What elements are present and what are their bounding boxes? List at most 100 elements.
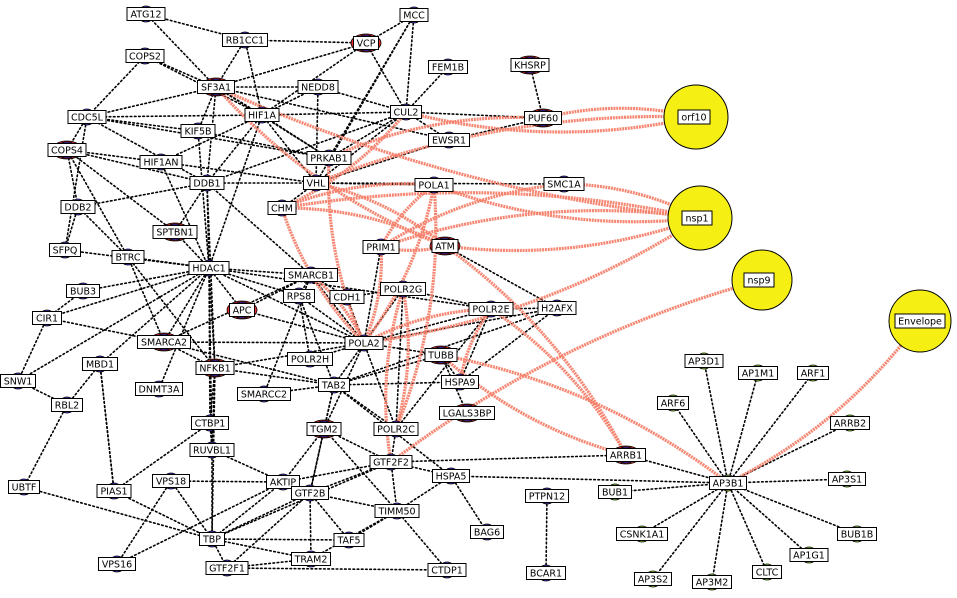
node-ctdp1[interactable]: CTDP1 <box>427 561 467 579</box>
node-vps18[interactable]: VPS18 <box>152 472 190 490</box>
node-vhl[interactable]: VHL <box>303 174 329 192</box>
node-label-box <box>266 475 300 489</box>
node-prkab1[interactable]: PRKAB1 <box>306 149 352 167</box>
node-ruvbl1[interactable]: RUVBL1 <box>189 441 235 459</box>
node-cops4[interactable]: COPS4 <box>47 140 87 160</box>
node-prim1[interactable]: PRIM1 <box>362 238 400 256</box>
node-ap3d1[interactable]: AP3D1 <box>684 352 724 370</box>
node-tbp[interactable]: TBP <box>199 530 225 548</box>
node-hif1an[interactable]: HIF1AN <box>139 153 183 171</box>
node-cdh1[interactable]: CDH1 <box>329 288 365 306</box>
node-smarcc2[interactable]: SMARCC2 <box>237 385 291 403</box>
node-dnmt3a[interactable]: DNMT3A <box>135 380 183 398</box>
node-cul2[interactable]: CUL2 <box>390 103 422 121</box>
node-csnk1a1[interactable]: CSNK1A1 <box>616 525 668 543</box>
node-ap1g1[interactable]: AP1G1 <box>789 546 829 564</box>
node-vps16[interactable]: VPS16 <box>98 555 136 573</box>
node-kif5b[interactable]: KIF5B <box>180 122 216 140</box>
node-cdc5l[interactable]: CDC5L <box>67 108 107 126</box>
node-lgals3bp[interactable]: LGALS3BP <box>439 403 495 423</box>
edge-COPS4-HIF1AN <box>66 149 162 163</box>
node-gtf2b[interactable]: GTF2B <box>291 484 329 502</box>
node-rps8[interactable]: RPS8 <box>283 287 315 305</box>
node-rbl2[interactable]: RBL2 <box>51 396 83 414</box>
node-orf10[interactable]: orf10 <box>663 84 729 150</box>
node-tram2[interactable]: TRAM2 <box>291 550 331 568</box>
node-rb1cc1[interactable]: RB1CC1 <box>222 31 268 49</box>
node-ewsr1[interactable]: EWSR1 <box>428 131 470 149</box>
node-fem1b[interactable]: FEM1B <box>428 58 468 76</box>
node-polr2c[interactable]: POLR2C <box>373 420 419 438</box>
edge-HDAC1-SMARCA2 <box>163 267 210 343</box>
node-ap3s1[interactable]: AP3S1 <box>828 470 866 488</box>
node-puf60[interactable]: PUF60 <box>524 108 562 128</box>
node-nsp1[interactable]: nsp1 <box>667 185 733 251</box>
node-cltc[interactable]: CLTC <box>752 563 782 581</box>
node-ubtf[interactable]: UBTF <box>8 478 40 496</box>
node-hdac1[interactable]: HDAC1 <box>188 259 230 277</box>
node-ctbp1[interactable]: CTBP1 <box>191 414 229 432</box>
node-smc1a[interactable]: SMC1A <box>543 175 585 193</box>
node-polr2g[interactable]: POLR2G <box>380 280 426 298</box>
node-pola1[interactable]: POLA1 <box>414 176 454 194</box>
edge-DDB1-SPTBN1 <box>174 182 208 233</box>
node-arrb2[interactable]: ARRB2 <box>830 414 870 432</box>
node-tab2[interactable]: TAB2 <box>318 376 350 394</box>
node-tgm2[interactable]: TGM2 <box>306 419 342 439</box>
node-ap3s2[interactable]: AP3S2 <box>634 570 672 588</box>
viral-edge-Envelope-AP3B1 <box>727 320 922 485</box>
edge-COPS4-BTRC <box>66 149 129 258</box>
node-pias1[interactable]: PIAS1 <box>96 482 132 500</box>
node-mbd1[interactable]: MBD1 <box>82 355 118 373</box>
node-snw1[interactable]: SNW1 <box>0 372 36 390</box>
node-polr2e[interactable]: POLR2E <box>468 300 514 318</box>
node-ap1m1[interactable]: AP1M1 <box>738 364 778 382</box>
node-ap3m2[interactable]: AP3M2 <box>692 573 732 591</box>
node-gtf2f1[interactable]: GTF2F1 <box>205 559 249 577</box>
node-arf1[interactable]: ARF1 <box>797 364 829 382</box>
node-cir1[interactable]: CIR1 <box>32 309 62 327</box>
node-bag6[interactable]: BAG6 <box>470 523 504 541</box>
node-arf6[interactable]: ARF6 <box>657 394 689 412</box>
node-h2afx[interactable]: H2AFX <box>537 299 577 317</box>
node-aktip[interactable]: AKTIP <box>266 473 300 491</box>
edge-AP3B1-AP1M1 <box>727 372 759 484</box>
node-gtf2f2[interactable]: GTF2F2 <box>369 453 413 471</box>
node-nedd8[interactable]: NEDD8 <box>297 78 339 96</box>
node-atm[interactable]: ATM <box>429 236 461 256</box>
node-sptbn1[interactable]: SPTBN1 <box>152 222 198 242</box>
node-apc[interactable]: APC <box>226 300 258 320</box>
node-envelope[interactable]: Envelope <box>888 289 952 353</box>
node-mcc[interactable]: MCC <box>399 6 429 24</box>
node-ddb2[interactable]: DDB2 <box>60 198 96 216</box>
node-smarca2[interactable]: SMARCA2 <box>137 332 191 352</box>
node-vcp[interactable]: VCP <box>350 33 382 53</box>
node-ap3b1[interactable]: AP3B1 <box>709 474 747 492</box>
node-timm50[interactable]: TIMM50 <box>374 502 420 520</box>
node-sf3a1[interactable]: SF3A1 <box>197 77 235 97</box>
node-arrb1[interactable]: ARRB1 <box>606 445 646 465</box>
node-ptpn12[interactable]: PTPN12 <box>525 487 569 505</box>
node-bub1[interactable]: BUB1 <box>598 483 632 501</box>
node-nsp9[interactable]: nsp9 <box>731 249 793 311</box>
node-smarcb1[interactable]: SMARCB1 <box>284 266 338 284</box>
node-atg12[interactable]: ATG12 <box>126 5 166 23</box>
node-btrc[interactable]: BTRC <box>111 248 145 266</box>
node-hspa5[interactable]: HSPA5 <box>432 467 470 485</box>
node-hspa9[interactable]: HSPA9 <box>441 373 479 391</box>
node-bub3[interactable]: BUB3 <box>66 282 100 300</box>
node-nfkb1[interactable]: NFKB1 <box>195 358 235 378</box>
node-bub1b[interactable]: BUB1B <box>837 525 877 543</box>
node-khsrp[interactable]: KHSRP <box>510 55 550 75</box>
node-tubb[interactable]: TUBB <box>424 345 458 365</box>
node-ddb1[interactable]: DDB1 <box>189 174 225 192</box>
node-bcar1[interactable]: BCAR1 <box>526 564 566 582</box>
node-label-box <box>152 474 190 488</box>
node-chm[interactable]: CHM <box>267 199 297 217</box>
node-sfpq[interactable]: SFPQ <box>49 241 81 259</box>
node-polr2h[interactable]: POLR2H <box>287 350 333 368</box>
node-hif1a[interactable]: HIF1A <box>244 106 280 124</box>
node-cops2[interactable]: COPS2 <box>125 47 165 65</box>
node-taf5[interactable]: TAF5 <box>333 531 365 549</box>
node-pola2[interactable]: POLA2 <box>344 334 384 352</box>
